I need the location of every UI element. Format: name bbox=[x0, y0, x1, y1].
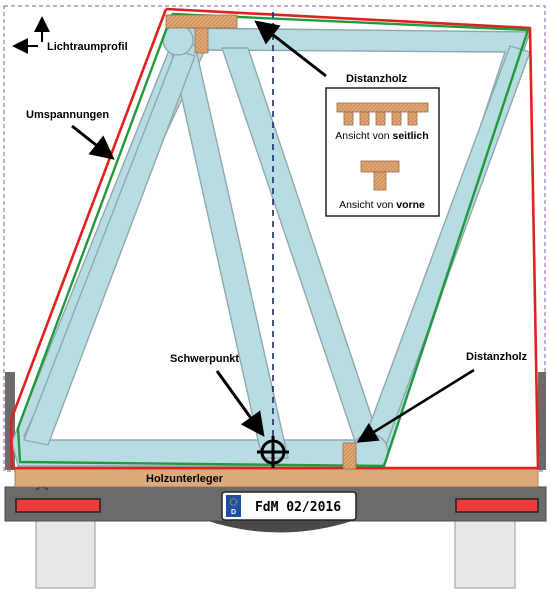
distanzholz-top-arrow bbox=[254, 20, 327, 78]
left-reflector bbox=[15, 498, 101, 513]
trailer-underside bbox=[205, 520, 355, 533]
center-of-gravity-icon bbox=[257, 436, 289, 468]
bottom-spacer-block bbox=[342, 442, 357, 470]
distanzholz-right-label: Distanzholz bbox=[466, 351, 528, 363]
schwerpunkt-arrow bbox=[215, 370, 265, 437]
wooden-base bbox=[14, 468, 539, 488]
plate-number: FdM 02/2016 bbox=[255, 500, 341, 515]
trailer-right-post bbox=[538, 372, 546, 470]
red-tension-strap bbox=[9, 7, 540, 470]
right-reflector bbox=[455, 498, 539, 513]
schwerpunkt-label: Schwerpunkt bbox=[170, 353, 239, 365]
umspannungen-arrow bbox=[71, 124, 115, 160]
truss-frame bbox=[11, 24, 531, 471]
clearance-arrows-icon bbox=[12, 16, 50, 54]
license-plate: D FdM 02/2016 bbox=[221, 491, 357, 521]
top-spacer-block bbox=[165, 14, 238, 54]
holzunterleger-label: Holzunterleger bbox=[146, 473, 224, 485]
right-support-block bbox=[454, 519, 516, 589]
plate-country-code: D bbox=[231, 509, 236, 516]
front-view-caption: Ansicht von vorne bbox=[339, 199, 425, 211]
left-support-block bbox=[35, 519, 96, 589]
green-tension-strap bbox=[16, 12, 530, 468]
umspannungen-label: Umspannungen bbox=[26, 109, 109, 121]
spacer-detail-inset: Ansicht von seitlich Ansicht von vorne bbox=[325, 87, 440, 217]
distanzholz-top-label: Distanzholz bbox=[346, 73, 408, 85]
side-view-caption: Ansicht von seitlich bbox=[335, 130, 428, 142]
lichtraumprofil-label: Lichtraumprofil bbox=[47, 41, 128, 53]
distanzholz-right-arrow bbox=[356, 368, 475, 443]
